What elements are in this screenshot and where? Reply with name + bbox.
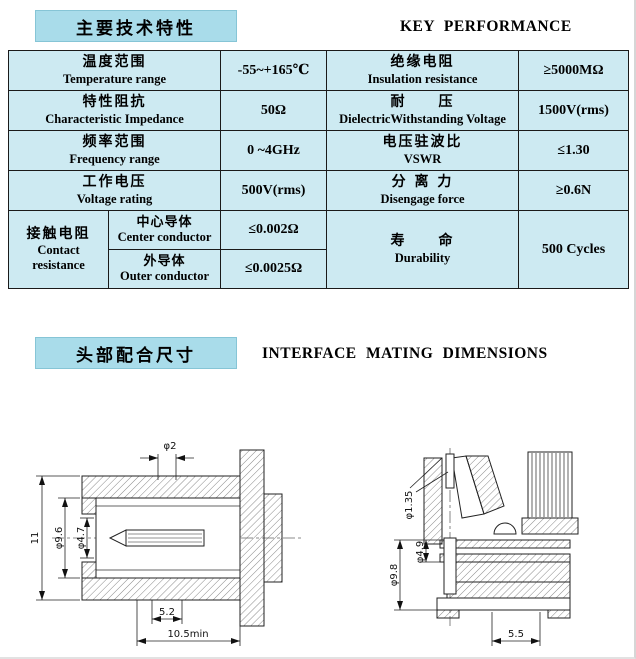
param-en: Outer conductor — [120, 269, 209, 284]
dim-label-phi4-7: φ4.7 — [76, 527, 87, 550]
connector-body — [52, 449, 304, 627]
dim-label-11: 11 — [30, 532, 41, 545]
param-en: VSWR — [403, 151, 442, 166]
section1-title-box: 主要技术特性 — [35, 10, 237, 42]
param-cell: 电压驻波比 VSWR — [326, 130, 520, 171]
table-row: 工作电压 Voltage rating 500V(rms) 分 离 力 Dise… — [7, 170, 630, 211]
param-cn: 接触电阻 — [26, 225, 91, 242]
sub-param-cell: 中心导体 Center conductor — [107, 210, 222, 250]
param-cn: 温度范围 — [82, 54, 147, 71]
section2-title-cn: 头部配合尺寸 — [76, 345, 196, 366]
dim-label-phi4-9: φ4.9 — [415, 541, 426, 564]
body-wall-top — [439, 539, 571, 549]
dim-label-5-5: 5.5 — [508, 629, 524, 640]
param-cell: 频率范围 Frequency range — [7, 130, 222, 171]
mounting-panel — [239, 449, 265, 627]
body-block — [454, 561, 571, 583]
param-cn: 特性阻抗 — [82, 94, 147, 111]
jack-connector-drawing: φ2 11 φ9.6 φ4.7 5.2 10.5min — [30, 441, 304, 646]
param-en: Characteristic Impedance — [45, 111, 184, 126]
dim-label-phi1-35: φ1.35 — [404, 491, 415, 520]
outer-shell-bottom — [81, 577, 241, 601]
value-cell: ≥0.6N — [518, 170, 630, 211]
dim-label-phi9-6: φ9.6 — [54, 527, 65, 550]
dim-label-10-5min: 10.5min — [167, 629, 208, 640]
param-en: Disengage force — [380, 191, 465, 206]
param-cell: 绝缘电阻 Insulation resistance — [326, 50, 520, 91]
param-cn: 外导体 — [143, 253, 186, 269]
center-contact — [108, 529, 205, 547]
nut-collar — [521, 517, 579, 535]
table-row: 外导体 Outer conductor ≤0.0025Ω — [9, 249, 629, 289]
body-wall-bottom — [439, 553, 571, 563]
sub-param-cell: 外导体 Outer conductor — [107, 249, 222, 289]
param-cn: 寿 命 — [390, 233, 455, 250]
dim-label-phi9-8: φ9.8 — [389, 564, 400, 587]
param-cell: 寿 命 Durability — [326, 210, 520, 289]
dimension-lines — [36, 454, 241, 646]
param-cn: 频率范围 — [82, 134, 147, 151]
param-en: Temperature range — [62, 71, 167, 86]
param-cn: 分 离 力 — [391, 174, 454, 191]
plug-connector-drawing: φ1.35 φ4.9 φ9.8 5.5 — [389, 448, 579, 646]
outer-shell-top — [81, 475, 241, 499]
rear-body — [263, 493, 283, 583]
param-cell: 耐 压 DielectricWithstanding Voltage — [326, 90, 520, 131]
section1-title-en: KEY PERFORMANCE — [400, 18, 572, 35]
coupling-nut — [527, 451, 573, 519]
param-en: Durability — [394, 250, 451, 265]
front-lip-bottom — [81, 561, 97, 579]
spec-table: 温度范围 Temperature range -55~+165℃ 绝缘电阻 In… — [7, 50, 630, 289]
shell-slant — [465, 455, 505, 515]
section1-title-cn: 主要技术特性 — [76, 18, 196, 39]
param-cell: 分 离 力 Disengage force — [326, 170, 520, 211]
param-cell: 特性阻抗 Characteristic Impedance — [7, 90, 222, 131]
param-cn: 绝缘电阻 — [390, 54, 455, 71]
param-cell: 温度范围 Temperature range — [7, 50, 222, 91]
front-lip-top — [81, 497, 97, 515]
param-cn: 中心导体 — [136, 214, 193, 230]
connector-body — [423, 448, 579, 626]
value-cell: ≤1.30 — [518, 130, 630, 171]
param-en: DielectricWithstanding Voltage — [339, 111, 506, 126]
value-cell: 50Ω — [220, 90, 328, 131]
value-cell: ≤0.0025Ω — [220, 249, 328, 289]
param-en: Center conductor — [117, 230, 212, 245]
param-cn: 工作电压 — [82, 174, 147, 191]
dimension-lines — [394, 457, 541, 646]
contact-resistance-cell: 接触电阻 Contact resistance — [8, 210, 109, 289]
param-en: Frequency range — [69, 151, 160, 166]
value-cell: -55~+165℃ — [220, 50, 328, 91]
table-row: 特性阻抗 Characteristic Impedance 50Ω 耐 压 Di… — [7, 90, 630, 131]
table-row: 频率范围 Frequency range 0 ~4GHz 电压驻波比 VSWR … — [7, 130, 630, 171]
center-pin — [445, 453, 455, 489]
dim-label-phi2: φ2 — [164, 441, 177, 452]
center-conductor-bore — [443, 537, 457, 595]
value-cell: ≥5000MΩ — [518, 50, 630, 91]
body-flange — [436, 597, 571, 611]
section2-title-en: INTERFACE MATING DIMENSIONS — [262, 345, 548, 362]
table-row: 温度范围 Temperature range -55~+165℃ 绝缘电阻 In… — [7, 50, 630, 91]
value-cell: ≤0.002Ω — [220, 210, 328, 250]
front-plate — [423, 457, 443, 545]
value-cell: 0 ~4GHz — [220, 130, 328, 171]
param-cn: 电压驻波比 — [382, 134, 463, 151]
param-en: Voltage rating — [76, 191, 153, 206]
param-en: Insulation resistance — [367, 71, 478, 86]
table-row: 接触电阻 Contact resistance 中心导体 Center cond… — [8, 210, 630, 289]
section2-title-box: 头部配合尺寸 — [35, 337, 237, 369]
body-step — [446, 581, 571, 599]
value-cell: 500 Cycles — [518, 210, 630, 289]
param-cn: 耐 压 — [390, 94, 455, 111]
param-en: Contact resistance — [32, 243, 85, 273]
gasket-dome — [493, 522, 517, 535]
value-cell: 500V(rms) — [220, 170, 328, 211]
param-cell: 工作电压 Voltage rating — [7, 170, 222, 211]
knurling — [531, 453, 569, 517]
dim-label-5-2: 5.2 — [159, 607, 175, 618]
value-cell: 1500V(rms) — [518, 90, 630, 131]
